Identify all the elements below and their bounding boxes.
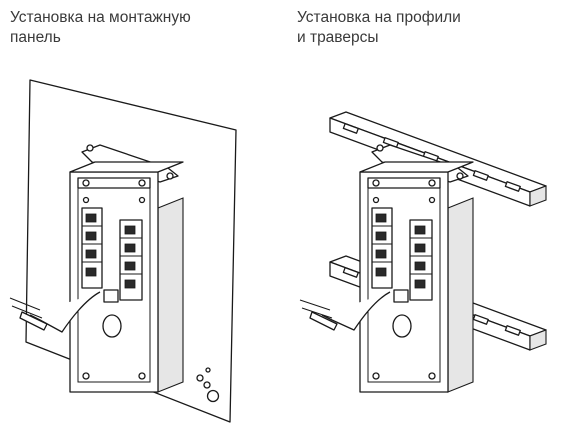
caption-profile-rails: Установка на профили и траверсы bbox=[297, 8, 461, 48]
caption-line: Установка на монтажную bbox=[10, 9, 191, 26]
illustration-profile-rails bbox=[299, 111, 547, 393]
caption-line: Установка на профили bbox=[297, 9, 461, 26]
illustration-mounting-panel bbox=[9, 79, 237, 423]
caption-line: и траверсы bbox=[297, 29, 379, 46]
caption-line: панель bbox=[10, 29, 61, 46]
caption-mounting-panel: Установка на монтажную панель bbox=[10, 8, 191, 48]
